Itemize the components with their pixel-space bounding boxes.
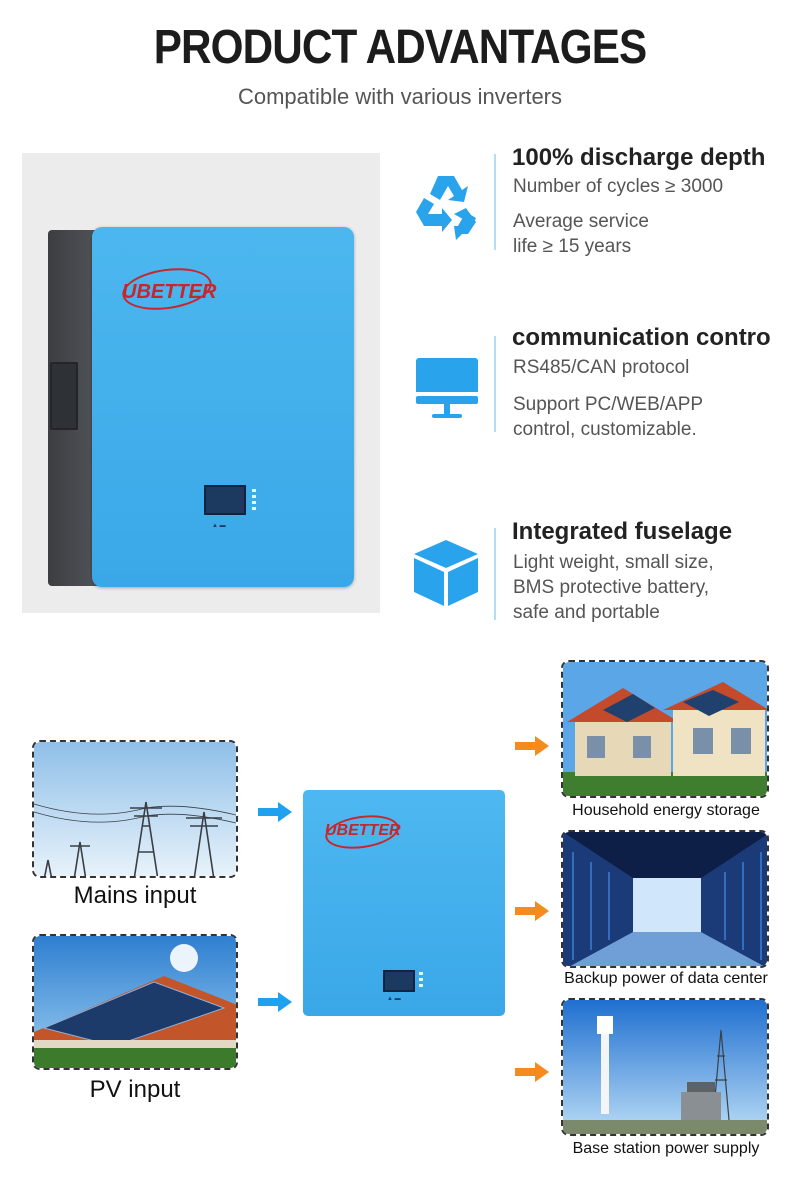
pv-input-photo — [32, 934, 238, 1070]
feature-line: Light weight, small size, — [513, 552, 714, 573]
feature-line: BMS protective battery, — [513, 577, 710, 598]
battery-status-leds — [252, 489, 256, 513]
feature-line: control, customizable. — [513, 419, 697, 440]
feature-line: Number of cycles ≥ 3000 — [513, 176, 724, 197]
data-center-photo — [561, 830, 769, 968]
feature-description: Light weight, small size, BMS protective… — [513, 550, 798, 625]
feature-title: Integrated fuselage — [512, 518, 733, 545]
battery-lcd-screen — [204, 485, 246, 515]
page-title: PRODUCT ADVANTAGES — [153, 21, 647, 74]
battery-handle — [50, 362, 78, 430]
household-label: Household energy storage — [572, 802, 760, 819]
pv-input-label: PV input — [89, 1076, 181, 1103]
feature-line: Support PC/WEB/APP — [513, 394, 704, 415]
feature-communication: communication contro RS485/CAN protocol … — [400, 324, 800, 442]
feature-title: 100% discharge depth — [512, 144, 766, 171]
feature-description: RS485/CAN protocol Support PC/WEB/APP co… — [513, 355, 798, 442]
feature-description: Number of cycles ≥ 3000 Average service … — [513, 174, 798, 259]
base-station-photo — [561, 998, 769, 1136]
mains-input-label: Mains input — [73, 882, 197, 909]
feature-title: communication contro — [512, 324, 771, 351]
battery-label-mark: ▲ ▬ — [212, 523, 226, 529]
battery-logo: UBETTER — [325, 822, 401, 839]
feature-discharge-depth: 100% discharge depth Number of cycles ≥ … — [400, 144, 800, 260]
battery-logo: UBETTER — [122, 281, 217, 303]
feature-line: Average service — [513, 211, 649, 232]
battery-front-panel: UBETTER ▲ ▬ — [92, 227, 354, 587]
data-center-label: Backup power of data center — [564, 970, 768, 987]
feature-divider — [494, 336, 496, 432]
battery-label-mark: ▲ ▬ — [387, 996, 401, 1002]
feature-divider — [494, 154, 496, 250]
feature-spacer — [513, 380, 798, 392]
feature-fuselage: Integrated fuselage Light weight, small … — [400, 518, 800, 625]
feature-line: life ≥ 15 years — [513, 236, 632, 257]
feature-line: RS485/CAN protocol — [513, 357, 690, 378]
arrow-right-icon — [258, 802, 292, 822]
feature-line: safe and portable — [513, 602, 660, 623]
battery-status-leds — [419, 972, 423, 990]
feature-divider — [494, 528, 496, 620]
monitor-icon — [408, 352, 484, 428]
arrow-right-icon — [258, 992, 292, 1012]
feature-spacer — [513, 199, 798, 209]
arrow-right-icon — [515, 736, 549, 756]
base-station-label: Base station power supply — [572, 1140, 760, 1157]
household-photo — [561, 660, 769, 798]
recycle-icon — [408, 168, 484, 244]
mains-input-photo — [32, 740, 238, 878]
arrow-right-icon — [515, 901, 549, 921]
cube-icon — [408, 534, 484, 610]
page-subtitle: Compatible with various inverters — [237, 84, 563, 109]
battery-unit: UBETTER ▲ ▬ — [303, 790, 505, 1016]
arrow-right-icon — [515, 1062, 549, 1082]
battery-lcd-screen — [383, 970, 415, 992]
